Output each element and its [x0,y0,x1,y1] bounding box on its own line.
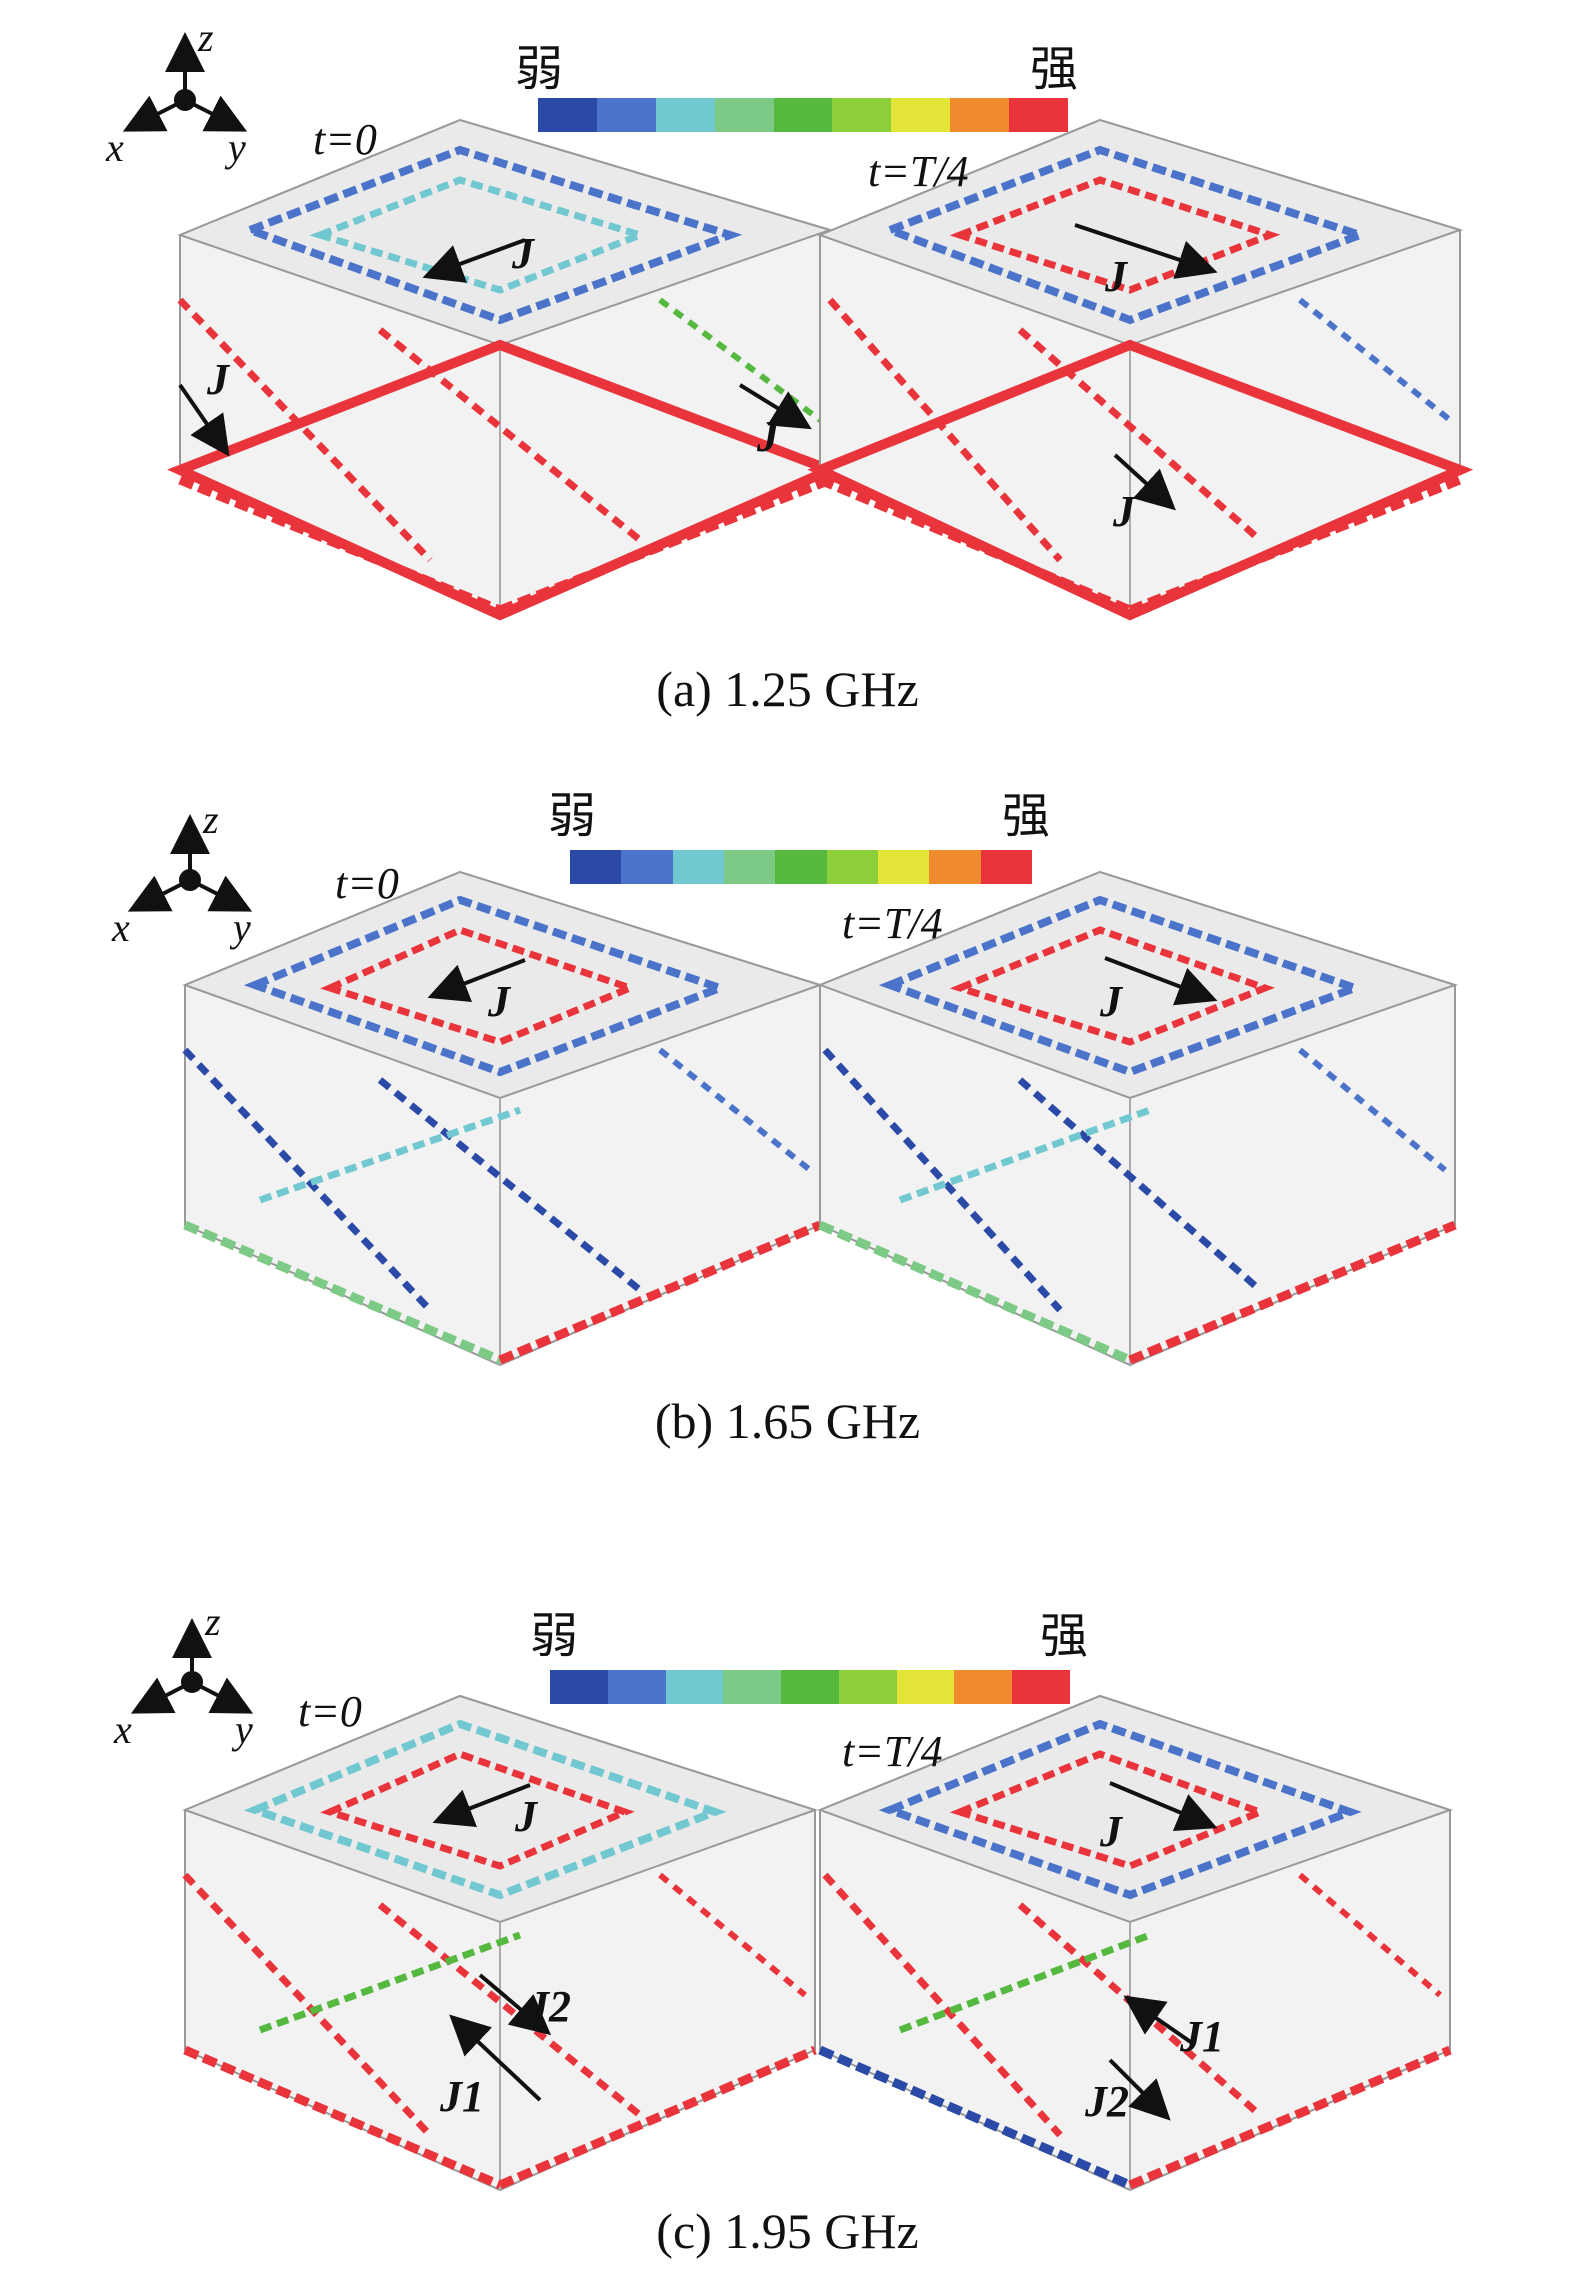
colorbar-segment [607,1670,666,1704]
colorbar-segment [775,850,827,884]
colorbar-segment [723,1670,782,1704]
current-label: J [207,355,229,404]
current-label: J1 [1180,2012,1224,2061]
xyz-axis-triad-icon [127,814,253,912]
colorbar-segment [655,98,715,132]
colorbar-segment [538,98,597,132]
current-label: J [1100,977,1122,1026]
colorbar-strong-label: 强 [1002,788,1051,844]
colorbar-segment [1009,98,1069,132]
panel-c: z x y 弱 强 t=0 t=T/4 J J2 J1 J J1 J2 (c) … [0,1590,1575,2286]
current-label: J1 [440,2072,484,2121]
current-label: J [1105,252,1127,301]
panel-b: z x y 弱 强 t=0 t=T/4 J J (b) 1.65 GHz [0,780,1575,1480]
colorbar-strong-label: 强 [1040,1608,1089,1664]
colorbar [550,1670,1071,1704]
colorbar [538,98,1069,132]
colorbar-segment [773,98,833,132]
axis-label-y: y [233,905,251,950]
colorbar-segment [665,1670,724,1704]
current-arrow-icon [432,1781,1218,2121]
colorbar-segment [714,98,774,132]
antenna-box-right [817,1694,1454,2192]
panel-a: z x y 弱 强 t=0 t=T/4 J J J J J (a) 1.25 G… [0,0,1575,740]
current-label: J [1113,487,1135,536]
colorbar-strong-label: 强 [1030,41,1079,97]
axis-label-x: x [112,905,130,950]
colorbar-segment [826,850,878,884]
axis-label-x: x [114,1707,132,1752]
caption-b: (b) 1.65 GHz [654,1393,921,1449]
axis-label-y: y [228,125,246,170]
current-arrow-icon [427,956,1218,1006]
caption-c: (c) 1.95 GHz [656,2203,919,2259]
caption-a: (a) 1.25 GHz [656,661,919,717]
time-label-right: t=T/4 [868,147,969,196]
colorbar-segment [781,1670,839,1704]
colorbar-segment [1012,1670,1071,1704]
colorbar-segment [929,850,981,884]
panel-b-graphic [127,814,1459,1367]
colorbar-segment [838,1670,897,1704]
colorbar-segment [877,850,930,884]
antenna-box-left [182,1694,819,2192]
time-label-left: t=0 [313,115,377,164]
axis-label-z: z [205,1599,221,1644]
colorbar-segment [621,850,673,884]
axis-label-z: z [198,15,214,60]
current-label: J [1100,1807,1122,1856]
antenna-box-right [817,870,1459,1367]
colorbar-weak-label: 弱 [548,788,597,844]
time-label-right: t=T/4 [842,899,943,948]
current-arrow-icon [178,223,1218,511]
antenna-box-right [807,118,1474,621]
current-label: J2 [527,1982,571,2031]
colorbar-weak-label: 弱 [515,41,564,97]
axis-label-y: y [235,1707,253,1752]
time-label-left: t=0 [335,859,399,908]
colorbar-segment [980,850,1032,884]
current-label: J [512,229,534,278]
colorbar-weak-label: 弱 [530,1608,579,1664]
colorbar-segment [950,98,1010,132]
colorbar-segment [723,850,776,884]
panel-a-graphic [122,32,1474,621]
colorbar-segment [891,98,951,132]
colorbar-segment [570,850,622,884]
colorbar [570,850,1032,884]
colorbar-segment [672,850,724,884]
current-label: J2 [1085,2077,1129,2126]
colorbar-segment [954,1670,1013,1704]
colorbar-segment [832,98,892,132]
current-label: J [488,977,510,1026]
colorbar-segment [596,98,656,132]
panel-c-graphic [130,1618,1454,2192]
colorbar-segment [896,1670,955,1704]
xyz-axis-triad-icon [130,1618,254,1714]
antenna-box-left [182,870,824,1367]
colorbar-segment [550,1670,608,1704]
time-label-right: t=T/4 [842,1727,943,1776]
current-label: J [757,412,779,461]
current-label: J [515,1792,537,1841]
xyz-axis-triad-icon [122,32,248,132]
axis-label-x: x [106,125,124,170]
antenna-box-left [167,118,844,621]
time-label-left: t=0 [298,1687,362,1736]
axis-label-z: z [203,797,219,842]
